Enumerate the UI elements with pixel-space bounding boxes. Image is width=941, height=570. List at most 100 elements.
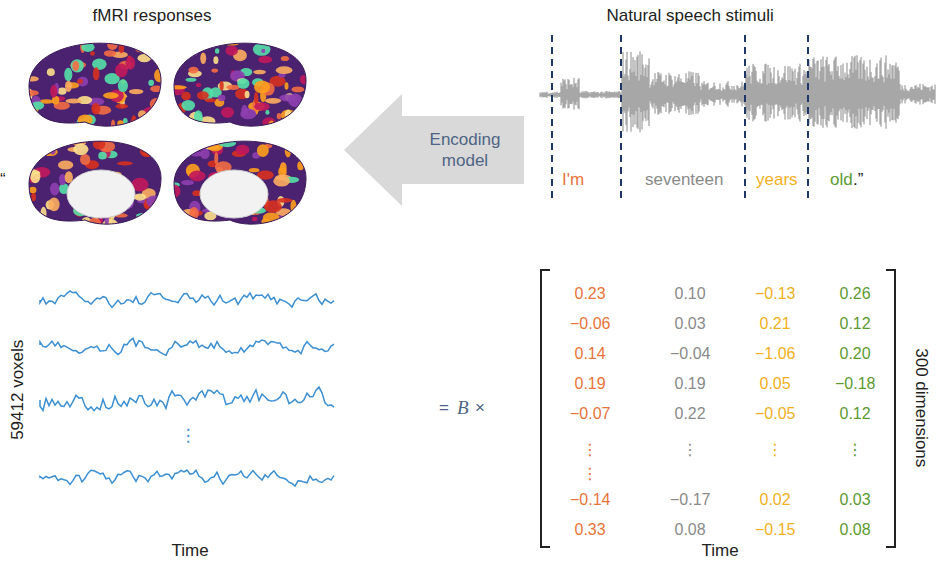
activation-blob	[277, 31, 287, 41]
activation-blob	[175, 114, 181, 120]
panel-title: fMRI responses	[93, 6, 212, 26]
matrix-value: 0.08	[675, 521, 706, 539]
activation-blob	[236, 145, 250, 155]
activation-blob	[146, 195, 160, 207]
activation-blob	[264, 200, 282, 212]
activation-blob	[294, 115, 309, 128]
activation-blob	[293, 213, 309, 225]
activation-blob	[80, 154, 90, 165]
activation-blob	[116, 104, 128, 109]
matrix-value: −0.04	[670, 345, 710, 363]
activation-blob	[187, 228, 201, 235]
activation-blob	[258, 56, 272, 63]
activation-blob	[138, 54, 152, 62]
activation-blob	[50, 182, 59, 195]
activation-blob	[107, 129, 117, 135]
ellipsis: ⋮	[767, 441, 783, 459]
activation-blob	[145, 140, 154, 144]
activation-blob	[233, 223, 240, 231]
activation-blob	[22, 223, 37, 234]
activation-blob	[144, 117, 161, 124]
activation-blob	[127, 36, 144, 45]
matrix-value: 0.19	[675, 375, 706, 393]
word-boundaries	[552, 35, 808, 200]
activation-blob	[280, 217, 284, 229]
activation-blob	[26, 145, 36, 159]
activation-blob	[259, 227, 275, 233]
matrix-value: 0.22	[675, 405, 706, 423]
activation-blob	[211, 69, 218, 73]
activation-blob	[257, 144, 269, 157]
matrix-value: −0.13	[755, 285, 795, 303]
ellipsis: ⋮	[180, 426, 197, 446]
axis-label: Time	[172, 541, 209, 561]
quote-mark: .”	[853, 170, 863, 190]
ellipsis: ⋮	[582, 465, 598, 483]
brain-view	[22, 121, 166, 239]
activation-blob	[28, 24, 44, 37]
speech-waveform	[540, 51, 935, 132]
activation-blob	[246, 132, 253, 141]
activation-blob	[294, 33, 301, 39]
activation-blob	[269, 132, 282, 139]
activation-blob	[259, 127, 275, 138]
activation-blob	[247, 127, 255, 131]
brain-ground	[24, 121, 166, 239]
axis-label: 300 dimensions	[911, 348, 931, 467]
activation-blob	[265, 98, 281, 104]
activation-blob	[218, 95, 225, 101]
activation-blob	[91, 103, 100, 115]
word: I'm	[562, 170, 584, 190]
matrix-value: −0.07	[570, 405, 610, 423]
activation-blob	[285, 110, 292, 120]
activation-blob	[273, 129, 279, 135]
brain-view	[22, 23, 166, 141]
activation-blob	[215, 48, 219, 54]
activation-blob	[288, 94, 302, 107]
activation-blob	[152, 127, 157, 132]
activation-blob	[251, 25, 259, 37]
activation-blob	[57, 128, 72, 136]
brain-view	[169, 23, 311, 141]
activation-blob	[240, 133, 256, 140]
matrix-value: −0.06	[570, 315, 610, 333]
matrix-value: −0.17	[670, 491, 710, 509]
activation-blob	[200, 53, 206, 65]
activation-blob	[188, 42, 193, 51]
boundary-line	[551, 35, 553, 200]
activation-blob	[187, 218, 202, 225]
brain-ground	[24, 23, 166, 141]
activation-blob	[143, 126, 159, 135]
activation-blob	[64, 68, 72, 81]
matrix-value: 0.33	[575, 521, 606, 539]
brain-ground	[169, 23, 311, 141]
activation-blob	[224, 34, 232, 42]
ellipsis: ⋮	[582, 441, 598, 459]
arrow-label: Encoding model	[415, 129, 515, 172]
activation-blob	[48, 197, 59, 211]
word: years	[756, 170, 798, 190]
activation-blob	[269, 35, 277, 43]
activation-blob	[184, 135, 188, 145]
activation-blob	[25, 123, 33, 129]
activation-blob	[205, 98, 216, 102]
activation-blob	[158, 227, 165, 235]
matrix-value: −0.18	[835, 375, 875, 393]
activation-blob	[297, 41, 308, 51]
activation-blob	[103, 92, 118, 98]
voxel-trace	[40, 387, 334, 411]
activation-blob	[175, 36, 180, 40]
panel-title: Natural speech stimuli	[607, 6, 774, 26]
activation-blob	[28, 171, 40, 175]
matrix-value: 0.10	[675, 285, 706, 303]
activation-blob	[235, 88, 249, 99]
activation-blob	[181, 92, 191, 101]
activation-blob	[142, 40, 153, 44]
activation-blob	[29, 47, 44, 61]
matrix-value: −0.14	[570, 491, 610, 509]
activation-blob	[245, 91, 250, 99]
matrix-value: 0.02	[760, 491, 791, 509]
voxel-trace	[40, 291, 334, 307]
brain-view	[168, 121, 311, 239]
activation-blob	[134, 193, 147, 200]
